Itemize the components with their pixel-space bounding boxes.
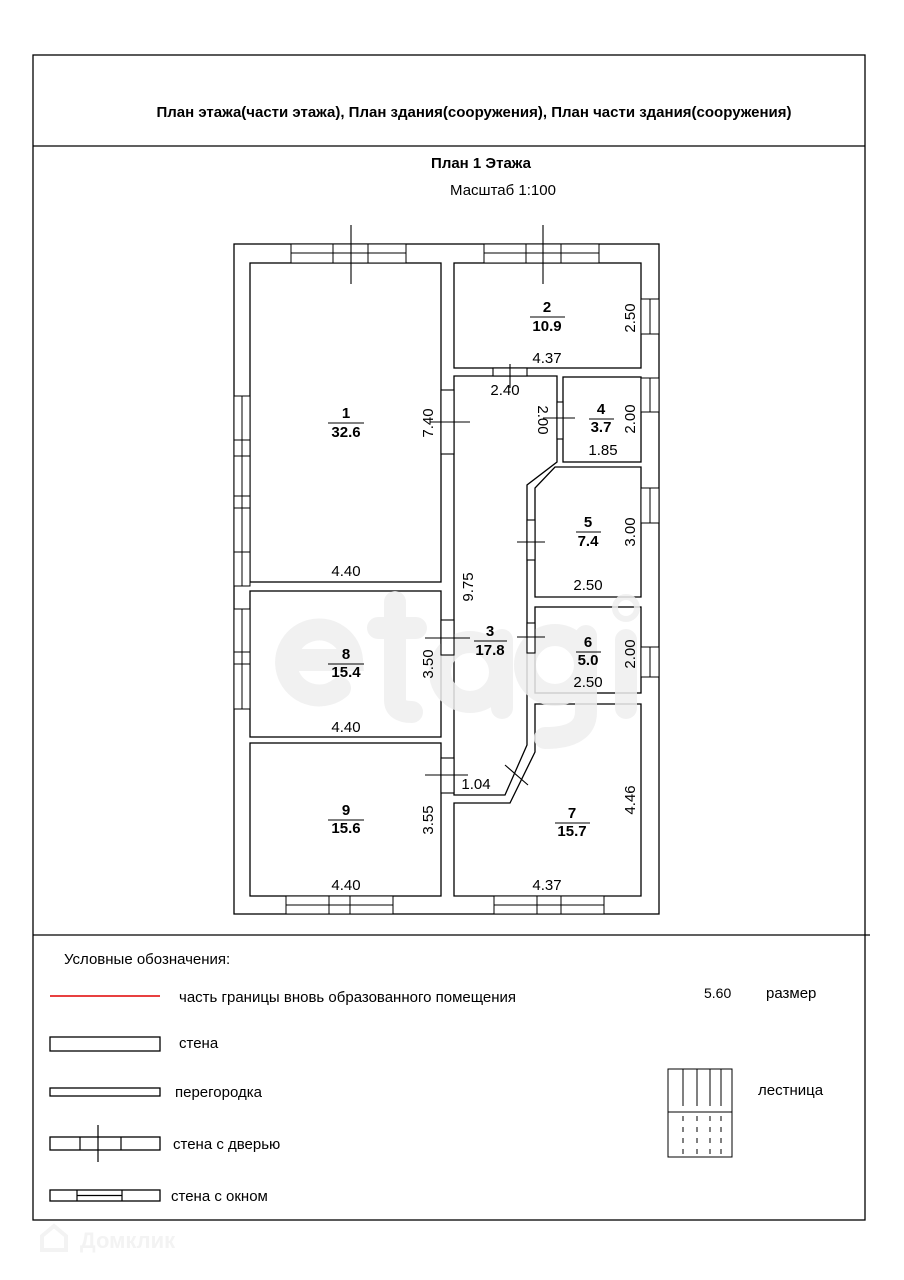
dimension: 2.50 xyxy=(573,577,602,594)
dimension-labels: 4.40 7.40 4.37 2.50 2.40 9.75 2.00 1.04 … xyxy=(331,303,639,894)
room-number: 4 xyxy=(597,401,606,418)
room-area: 32.6 xyxy=(331,424,360,441)
room-number: 5 xyxy=(584,514,592,531)
door xyxy=(504,764,529,786)
legend: Условные обозначения: часть границы внов… xyxy=(49,951,824,1205)
legend-window-symbol xyxy=(49,1189,161,1202)
legend-size-example: 5.60 xyxy=(704,985,731,1001)
room-2 xyxy=(453,262,642,369)
legend-partition-label: перегородка xyxy=(175,1084,263,1101)
doors xyxy=(350,225,575,794)
dimension: 3.50 xyxy=(420,649,437,678)
room-area: 3.7 xyxy=(591,419,612,436)
dimension: 2.00 xyxy=(622,404,639,433)
legend-red-line-label: часть границы вновь образованного помеще… xyxy=(179,989,516,1006)
room-number: 2 xyxy=(543,299,551,316)
dimension: 4.37 xyxy=(532,877,561,894)
legend-door-symbol xyxy=(49,1125,161,1162)
legend-door-label: стена с дверью xyxy=(173,1136,280,1153)
legend-title: Условные обозначения: xyxy=(64,951,230,968)
dimension: 4.40 xyxy=(331,719,360,736)
room-number: 6 xyxy=(584,634,592,651)
header-title: План этажа(части этажа), План здания(соо… xyxy=(156,104,791,121)
dimension: 3.00 xyxy=(622,517,639,546)
room-area: 15.6 xyxy=(331,820,360,837)
room-area: 15.4 xyxy=(331,664,361,681)
room-area: 15.7 xyxy=(557,823,586,840)
dimension: 2.50 xyxy=(622,303,639,332)
dimension: 4.40 xyxy=(331,877,360,894)
dimension: 2.40 xyxy=(490,382,519,399)
room-number: 1 xyxy=(342,405,350,422)
dimension: 2.00 xyxy=(534,405,551,434)
room-number: 7 xyxy=(568,805,576,822)
dimension: 1.85 xyxy=(588,442,617,459)
dimension: 9.75 xyxy=(460,572,477,601)
plan-scale: Масштаб 1:100 xyxy=(450,182,556,199)
dimension: 7.40 xyxy=(420,408,437,437)
stairs-icon xyxy=(667,1068,733,1158)
room-area: 7.4 xyxy=(578,533,600,550)
room-7 xyxy=(453,703,642,897)
room-area: 5.0 xyxy=(578,652,599,669)
dimension: 3.55 xyxy=(420,805,437,834)
domclick-watermark: Домклик xyxy=(40,1223,176,1253)
room-area: 17.8 xyxy=(475,642,504,659)
legend-wall-symbol xyxy=(49,1036,161,1052)
watermark-etagi xyxy=(275,591,640,749)
windows xyxy=(233,243,660,915)
dimension: 4.46 xyxy=(622,785,639,814)
room-number: 8 xyxy=(342,646,350,663)
domclick-watermark-text: Домклик xyxy=(80,1228,176,1253)
room-number: 3 xyxy=(486,623,494,640)
legend-partition-symbol xyxy=(49,1087,161,1097)
legend-size-label: размер xyxy=(766,985,816,1002)
sheet-frame xyxy=(32,54,866,1221)
dimension: 4.40 xyxy=(331,563,360,580)
room-number: 9 xyxy=(342,802,350,819)
legend-wall-label: стена xyxy=(179,1035,219,1052)
dimension: 4.37 xyxy=(532,350,561,367)
legend-window-label: стена с окном xyxy=(171,1188,268,1205)
room-area: 10.9 xyxy=(532,318,561,335)
dimension: 2.50 xyxy=(573,674,602,691)
dimension: 1.04 xyxy=(461,776,490,793)
legend-stairs-label: лестница xyxy=(758,1082,824,1099)
plan-title: План 1 Этажа xyxy=(431,155,532,172)
dimension: 2.00 xyxy=(622,639,639,668)
room-labels: 1 32.6 2 10.9 3 17.8 4 3.7 5 7.4 6 5.0 7… xyxy=(328,299,614,840)
